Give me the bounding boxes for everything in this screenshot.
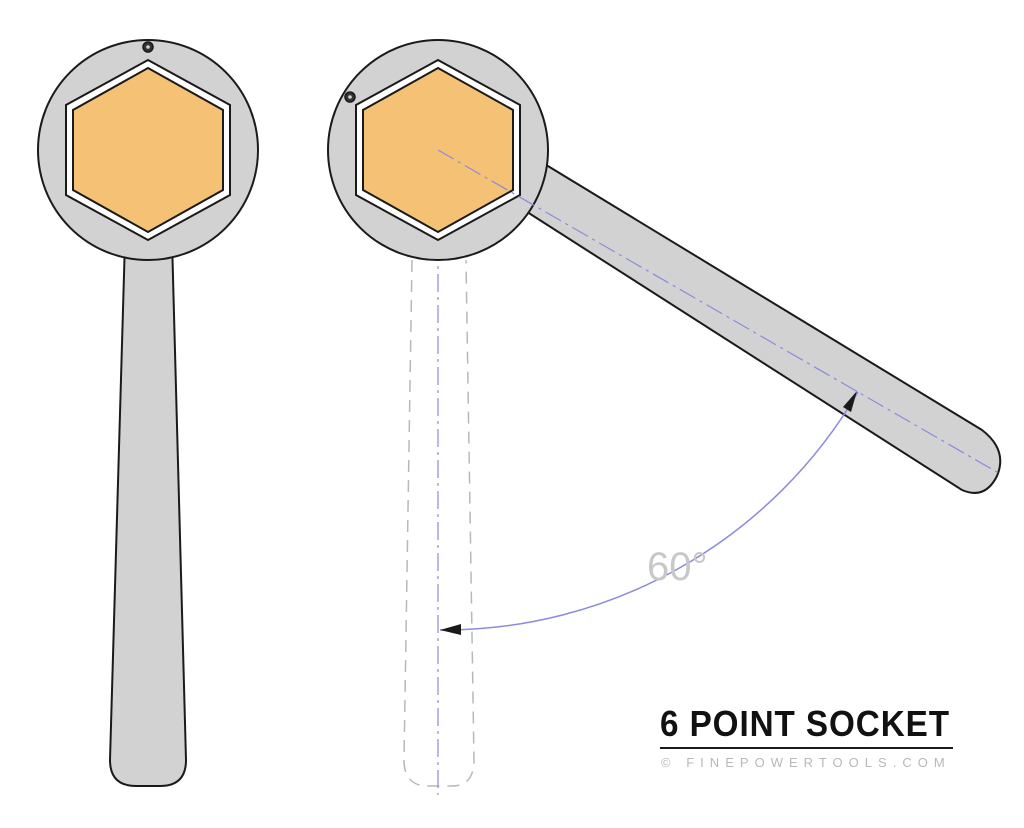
title-block: 6 POINT SOCKET © FINEPOWERTOOLS.COM: [660, 703, 953, 770]
left-marker-dot-center: [146, 45, 150, 49]
rotated-wrench-handle: [513, 158, 1002, 494]
arc-arrowhead-top: [843, 391, 857, 412]
left-wrench-handle: [108, 239, 188, 787]
diagram-title: 6 POINT SOCKET: [660, 703, 950, 744]
copyright-credit: © FINEPOWERTOOLS.COM: [661, 755, 951, 770]
left-wrench: [37, 39, 259, 787]
rotated-wrench: [327, 39, 1003, 494]
ghost-handle-outline: [403, 259, 475, 787]
angle-indicator: 60°: [439, 391, 859, 635]
left-hex-nut: [72, 66, 224, 234]
angle-label: 60°: [647, 545, 708, 589]
right-marker-dot-center: [348, 95, 352, 99]
angle-arc: [439, 391, 859, 631]
rotated-centerline: [437, 149, 1003, 476]
arc-arrowhead-bottom: [440, 624, 461, 635]
